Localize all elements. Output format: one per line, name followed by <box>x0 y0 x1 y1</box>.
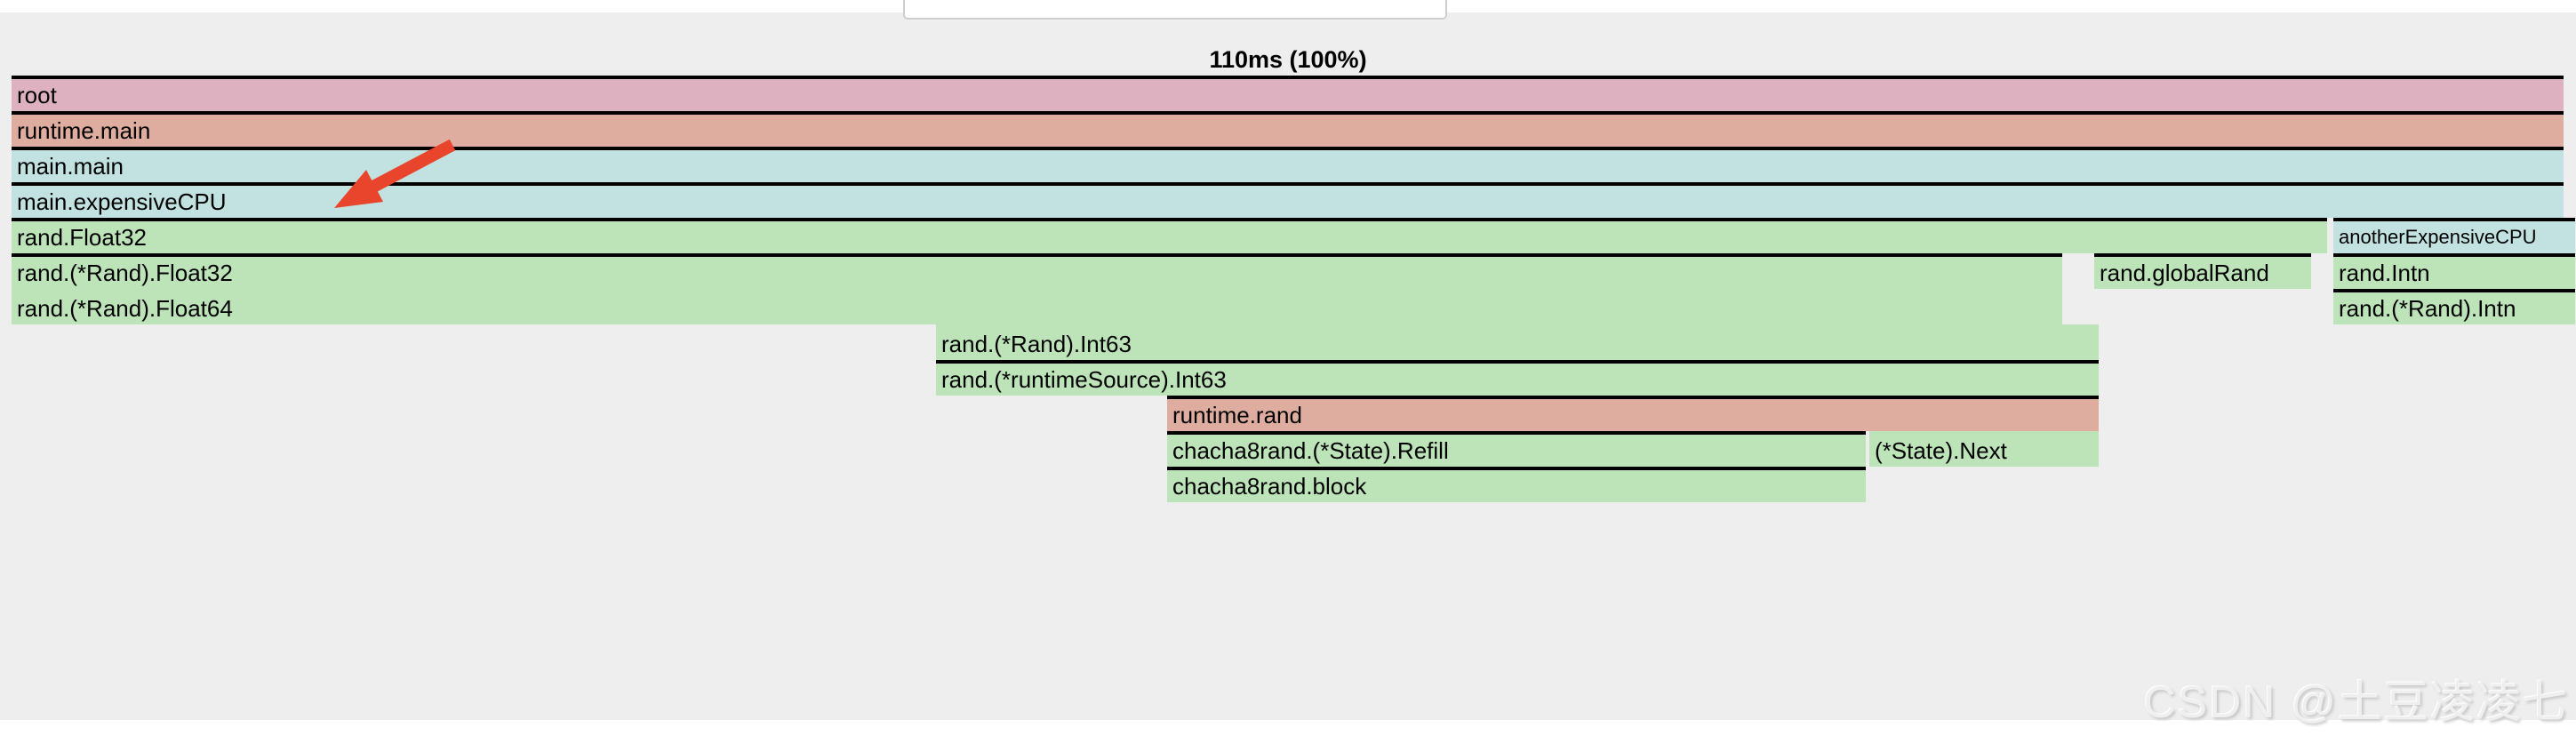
flame-bar[interactable]: rand.(*runtimeSource).Int63 <box>936 360 2099 396</box>
bottom-white-band <box>0 720 2576 736</box>
watermark-text: CSDN @土豆凌凌七 <box>2143 677 2569 727</box>
flame-bar[interactable]: chacha8rand.(*State).Refill <box>1167 431 1866 467</box>
flame-bar[interactable]: rand.globalRand <box>2094 253 2311 289</box>
flame-bar[interactable]: rand.(*Rand).Float64 <box>12 289 2062 324</box>
flame-bar[interactable]: rand.(*Rand).Intn <box>2333 289 2575 324</box>
flame-bar[interactable]: main.main <box>12 147 2564 182</box>
flame-total-label: 110ms (100%) <box>1209 46 1367 73</box>
flame-bar[interactable]: root <box>12 76 2564 111</box>
search-input[interactable] <box>903 0 1447 20</box>
flame-bar[interactable]: anotherExpensiveCPU <box>2333 218 2575 253</box>
flame-bar[interactable]: runtime.main <box>12 111 2564 147</box>
flame-bar[interactable]: main.expensiveCPU <box>12 182 2564 218</box>
flame-bar[interactable]: rand.Float32 <box>12 218 2327 253</box>
flame-bar[interactable]: chacha8rand.block <box>1167 467 1866 502</box>
flame-bar[interactable]: rand.Intn <box>2333 253 2575 289</box>
flame-bar[interactable]: (*State).Next <box>1869 431 2099 467</box>
flame-bar[interactable]: rand.(*Rand).Int63 <box>936 324 2099 360</box>
flame-bar[interactable]: rand.(*Rand).Float32 <box>12 253 2062 289</box>
flame-bar[interactable]: runtime.rand <box>1167 396 2099 431</box>
